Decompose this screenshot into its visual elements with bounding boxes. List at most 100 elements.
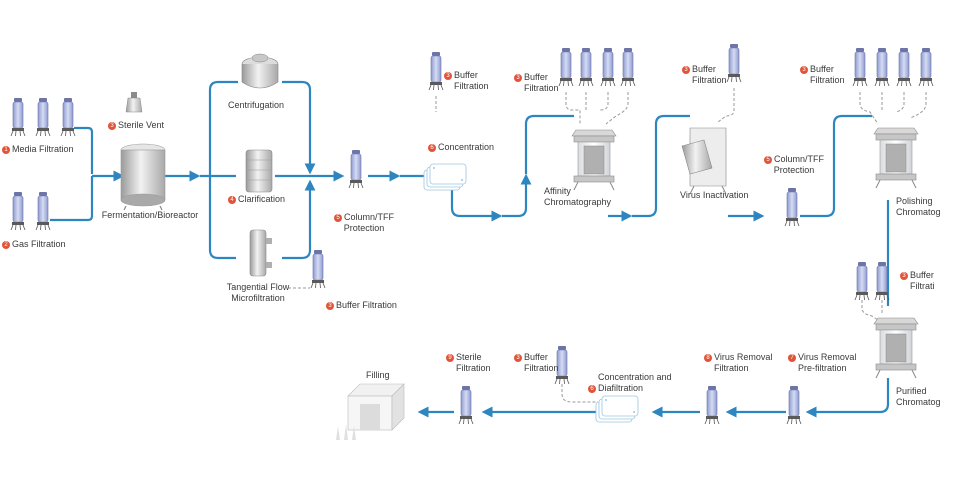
label-line: Affinity [544,186,571,196]
filter-icon [558,47,574,87]
flow-split [200,80,238,260]
filter-icon [35,97,51,137]
label-line: Protection [773,165,815,175]
label-line: Concentration and [598,372,672,382]
flow-affinity-loop [632,114,690,218]
label-text: Clarification [238,194,286,204]
step-badge: 3 [682,65,690,74]
label-text: Sterile Vent [118,120,165,130]
virus-removal-filter-icon [704,385,720,425]
label-line: Chromatog [896,397,941,407]
filter-icon [896,47,912,87]
step-badge: 6 [428,143,436,152]
step-badge: 3 [900,271,908,280]
label-fermentation: Fermentation/Bioreactor [101,210,199,220]
step-badge: 5 [764,155,772,164]
step-badge: 3 [514,73,522,82]
buffer-connections [288,88,927,403]
label-text: Buffer Filtration [336,300,397,310]
flow-microfiltration-out [282,179,316,260]
label-line: Buffer [524,352,548,362]
label-line: Filtration [454,81,489,91]
label-line: Chromatog [896,207,941,217]
step-badge: 3 [326,301,334,310]
virus-inactivation-icon [681,127,727,195]
buffer-filter-icon [310,249,326,289]
concentration-cassette-icon [423,163,467,191]
step-badge: 5 [334,213,342,222]
label-line: Diafiltration [598,383,644,393]
label-text: Media Filtration [12,144,74,154]
label-centrifugation: Centrifugation [227,100,285,110]
flow-purified-out [805,378,890,418]
bioreactor-icon [120,143,166,211]
filter-icon [854,261,870,301]
filter-icon [852,47,868,87]
flow-media-to-main [74,126,94,174]
filter-icon [10,97,26,137]
microfiltration-icon [249,229,272,277]
affinity-column-icon [571,129,617,191]
sterile-vent-icon [125,92,143,113]
purified-column-icon [873,317,919,379]
label-line: Microfiltration [231,293,285,303]
label-line: Purified [896,386,927,396]
label-line: Filtration [714,363,749,373]
prefiltration-filter-icon [786,385,802,425]
diafiltration-cassette-icon [595,395,639,423]
label-line: Filtration [692,75,727,85]
flow-gas-to-main [50,176,94,222]
step-badge: 2 [2,240,10,249]
media-filters [10,97,76,137]
step-badge: 7 [788,353,796,362]
flow-affinity-up [524,114,574,174]
label-line: Column/TFF [344,212,395,222]
step-badge: 8 [704,353,712,362]
step-badge: 3 [514,353,522,362]
filter-icon [578,47,594,87]
label-line: Buffer [910,270,934,280]
label-line: Filtration [524,363,559,373]
label-line: Filtration [810,75,845,85]
label-text: Gas Filtration [12,239,66,249]
label-line: Polishing [896,196,933,206]
label-line: Virus Removal [798,352,857,362]
label-line: Pre-filtration [798,363,847,373]
label-filling: Filling [366,370,390,380]
label-line: Column/TFF [774,154,825,164]
polishing-buffer-filters [852,47,934,87]
step-badge: 3 [444,71,452,80]
filter-icon [620,47,636,87]
filter-icon [918,47,934,87]
label-line: Virus Removal [714,352,773,362]
step-badge: 6 [588,384,596,393]
label-line: Chromatography [544,197,612,207]
flow-column-protection-2-out [800,114,872,218]
step-badge: 1 [2,145,10,154]
label-line: Buffer [524,72,548,82]
label-line: Filtration [456,363,491,373]
label-line: Filtrati [910,281,935,291]
filter-icon [35,191,51,231]
filter-icon [874,47,890,87]
